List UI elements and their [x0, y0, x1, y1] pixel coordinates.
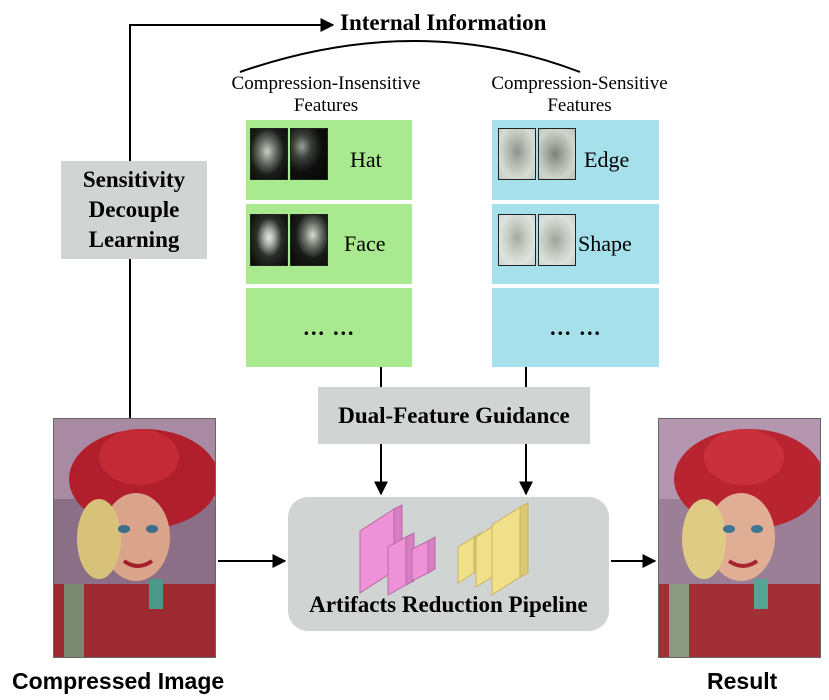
pipeline-label: Artifacts Reduction Pipeline — [309, 592, 588, 617]
shape-feature-map-2 — [538, 214, 576, 266]
insensitive-item-more: … … — [246, 288, 412, 367]
hat-feature-map-1 — [250, 128, 288, 180]
hat-feature-map-2 — [290, 128, 328, 180]
hat-label: Hat — [350, 147, 382, 172]
sensitive-item-more: … … — [492, 288, 659, 367]
result-portrait — [659, 419, 820, 657]
result-image — [658, 418, 821, 658]
compressed-image-caption: Compressed Image — [12, 668, 225, 694]
dual-feature-guidance-box: Dual-Feature Guidance — [318, 387, 590, 444]
insensitive-title: Compression-Insensitive Features — [206, 73, 446, 117]
sensitive-title: Compression-Sensitive Features — [462, 73, 697, 117]
compressed-image — [53, 418, 216, 658]
edge-feature-map-1 — [498, 128, 536, 180]
face-feature-map-1 — [250, 214, 288, 266]
face-thumbnails — [250, 214, 328, 266]
sensitive-item-shape: Shape — [492, 204, 659, 284]
internal-info-arrow — [129, 18, 335, 418]
sensitive-more-dots: … … — [549, 314, 602, 340]
face-label: Face — [344, 231, 386, 256]
sensitive-title-line-1: Compression-Sensitive — [491, 73, 668, 94]
edge-thumbnails — [498, 128, 576, 180]
sensitive-title-line-2: Features — [547, 95, 612, 116]
hat-thumbnails — [250, 128, 328, 180]
sensitivity-decouple-learning-box: Sensitivity Decouple Learning — [61, 161, 207, 259]
info-bracket — [239, 40, 581, 73]
yellow-conv-layers — [457, 502, 529, 596]
shape-thumbnails — [498, 214, 576, 266]
edge-feature-map-2 — [538, 128, 576, 180]
insensitive-item-hat: Hat — [246, 120, 412, 200]
sensitivity-line-1: Sensitivity — [82, 167, 186, 192]
insensitive-title-line-1: Compression-Insensitive — [231, 73, 421, 94]
shape-label: Shape — [578, 231, 632, 256]
edge-label: Edge — [584, 147, 630, 172]
insensitive-title-line-2: Features — [293, 95, 359, 116]
face-feature-map-2 — [290, 214, 328, 266]
internal-information-label: Internal Information — [340, 10, 547, 35]
insensitive-item-face: Face — [246, 204, 412, 284]
result-caption: Result — [707, 668, 778, 694]
pink-conv-layers — [359, 504, 436, 596]
compressed-portrait — [54, 419, 215, 657]
sensitive-item-edge: Edge — [492, 120, 659, 200]
artifacts-reduction-pipeline-box: Artifacts Reduction Pipeline — [288, 497, 609, 631]
shape-feature-map-1 — [498, 214, 536, 266]
pipeline-layers-graphic — [359, 502, 529, 596]
sensitivity-line-2: Decouple — [88, 197, 180, 222]
insensitive-more-dots: … … — [302, 314, 356, 340]
sensitivity-line-3: Learning — [88, 227, 180, 252]
